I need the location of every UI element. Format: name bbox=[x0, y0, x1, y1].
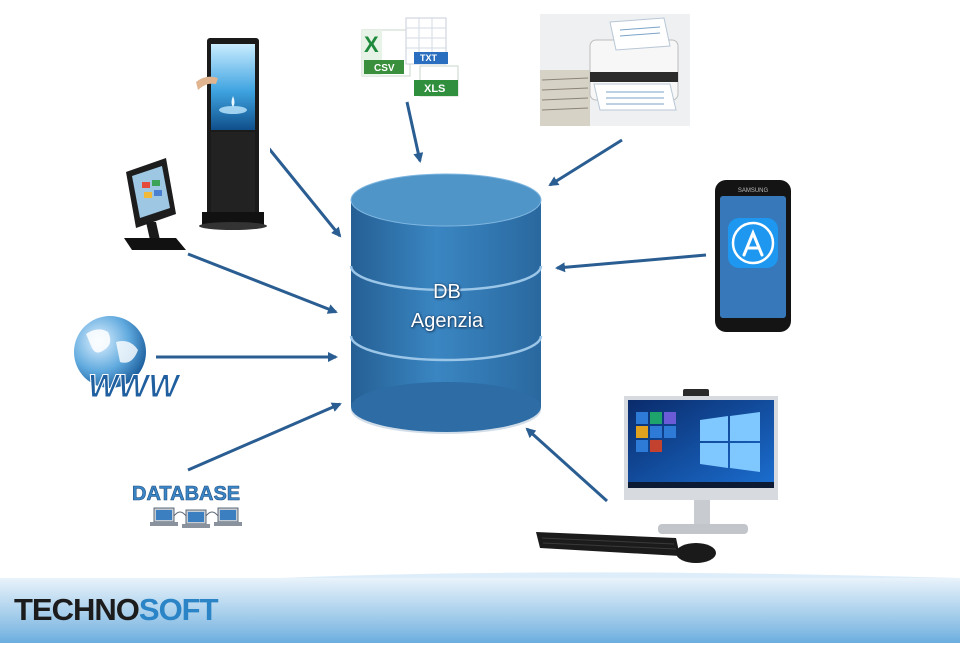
arrow-scanner-to-db bbox=[548, 138, 623, 187]
db-label-line2: Agenzia bbox=[410, 310, 484, 332]
touch-kiosk-icon bbox=[196, 36, 270, 242]
xls-label: XLS bbox=[424, 83, 445, 95]
smartphone-app-icon: SAMSUNG bbox=[715, 180, 791, 332]
arrow-kiosk-to-db bbox=[260, 139, 342, 238]
technosoft-logo: TECHNOSOFT bbox=[14, 592, 219, 628]
desktop-computer-icon bbox=[536, 389, 778, 563]
scanner-icon bbox=[540, 14, 690, 126]
database-network-icon: DATABASE bbox=[132, 483, 242, 528]
csv-label: CSV bbox=[374, 63, 395, 74]
db-label-line1: DB bbox=[433, 281, 461, 303]
tablet-kiosk-icon bbox=[124, 158, 186, 250]
phone-brand: SAMSUNG bbox=[738, 188, 769, 194]
database-cylinder-icon bbox=[349, 173, 543, 434]
arrows bbox=[156, 101, 707, 503]
database-label: DATABASE bbox=[132, 483, 240, 505]
txt-label: TXT bbox=[420, 53, 438, 63]
arrow-files-to-db bbox=[405, 101, 424, 163]
arrow-pc-to-db bbox=[525, 427, 609, 503]
www-label: WWW bbox=[88, 368, 181, 404]
file-formats-icon: X CSV TXT XLS bbox=[361, 17, 459, 97]
logo-part-soft: SOFT bbox=[138, 592, 219, 627]
logo-part-techno: TECHNO bbox=[14, 592, 140, 627]
svg-text:X: X bbox=[364, 32, 379, 57]
arrow-phone-to-db bbox=[555, 253, 707, 273]
globe-www-icon: WWW bbox=[74, 316, 182, 405]
arrow-tablet-to-db bbox=[187, 252, 338, 314]
arrow-database-to-db bbox=[187, 402, 342, 472]
footer-band bbox=[0, 578, 960, 643]
